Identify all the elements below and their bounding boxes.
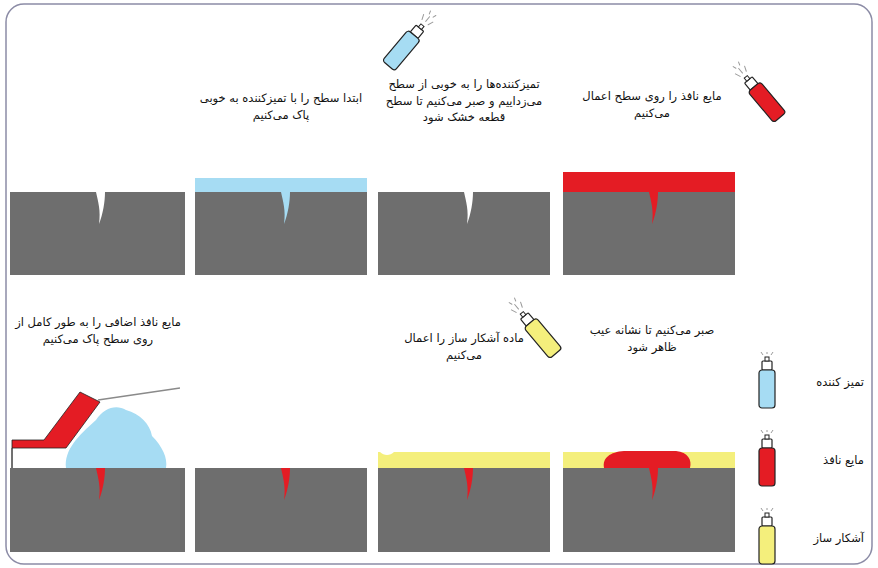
step-caption: ماده آشکار ساز را اعمال می‌کنیم <box>389 330 539 363</box>
spray-mark <box>767 352 768 354</box>
spray-mark <box>761 430 763 433</box>
can-nozzle <box>765 435 769 439</box>
spray-mark <box>771 508 773 511</box>
step-caption-box: مایع نافذ را روی سطح اعمال می‌کنیم <box>577 88 727 121</box>
spray-mark <box>771 430 773 433</box>
spray-mark <box>761 352 763 355</box>
can-cap <box>762 361 772 370</box>
penetrant-can <box>729 60 786 123</box>
legend-text: مایع نافذ <box>823 453 864 467</box>
legend-entry: آشکار ساز <box>752 508 864 568</box>
step-caption-box: مایع نافذ اضافی را به طور کامل از روی سط… <box>12 314 184 347</box>
spray-mark <box>767 430 768 432</box>
spray-mark <box>761 508 763 511</box>
step-caption: مایع نافذ اضافی را به طور کامل از روی سط… <box>12 314 184 347</box>
step-caption: تمیزکننده‌ها را به خوبی از سطح می‌زداییم… <box>378 76 550 126</box>
cleaner-can <box>382 8 439 71</box>
legend-swatch <box>759 370 775 408</box>
step-caption-box: صبر می‌کنیم تا نشانه عیب ظاهر شود <box>577 322 727 355</box>
legend-entry: تمیز کننده <box>752 352 864 412</box>
legend-can <box>752 352 782 412</box>
legend-text: آشکار ساز <box>813 531 864 545</box>
spray-mark <box>771 352 773 355</box>
can-cap <box>762 517 772 526</box>
legend-entry: مایع نافذ <box>752 430 864 490</box>
can-cap <box>762 439 772 448</box>
step-caption-box: تمیزکننده‌ها را به خوبی از سطح می‌زداییم… <box>378 76 550 126</box>
top-row <box>10 172 735 275</box>
step-caption-box: ماده آشکار ساز را اعمال می‌کنیم <box>389 330 539 363</box>
spray-mark <box>767 508 768 510</box>
can-nozzle <box>765 513 769 517</box>
can-nozzle <box>765 357 769 361</box>
legend-can <box>752 430 782 490</box>
step-caption: صبر می‌کنیم تا نشانه عیب ظاهر شود <box>577 322 727 355</box>
step-caption: ابتدا سطح را با تمیزکننده به خوبی پاک می… <box>197 90 365 123</box>
legend-text: تمیز کننده <box>816 375 864 389</box>
bottom-row <box>10 388 735 552</box>
legend-can <box>752 508 782 568</box>
step-caption-box: ابتدا سطح را با تمیزکننده به خوبی پاک می… <box>197 90 365 123</box>
step-caption: مایع نافذ را روی سطح اعمال می‌کنیم <box>577 88 727 121</box>
legend-swatch <box>759 526 775 564</box>
developer-can <box>505 296 562 359</box>
outer-frame <box>6 4 872 564</box>
legend-swatch <box>759 448 775 486</box>
